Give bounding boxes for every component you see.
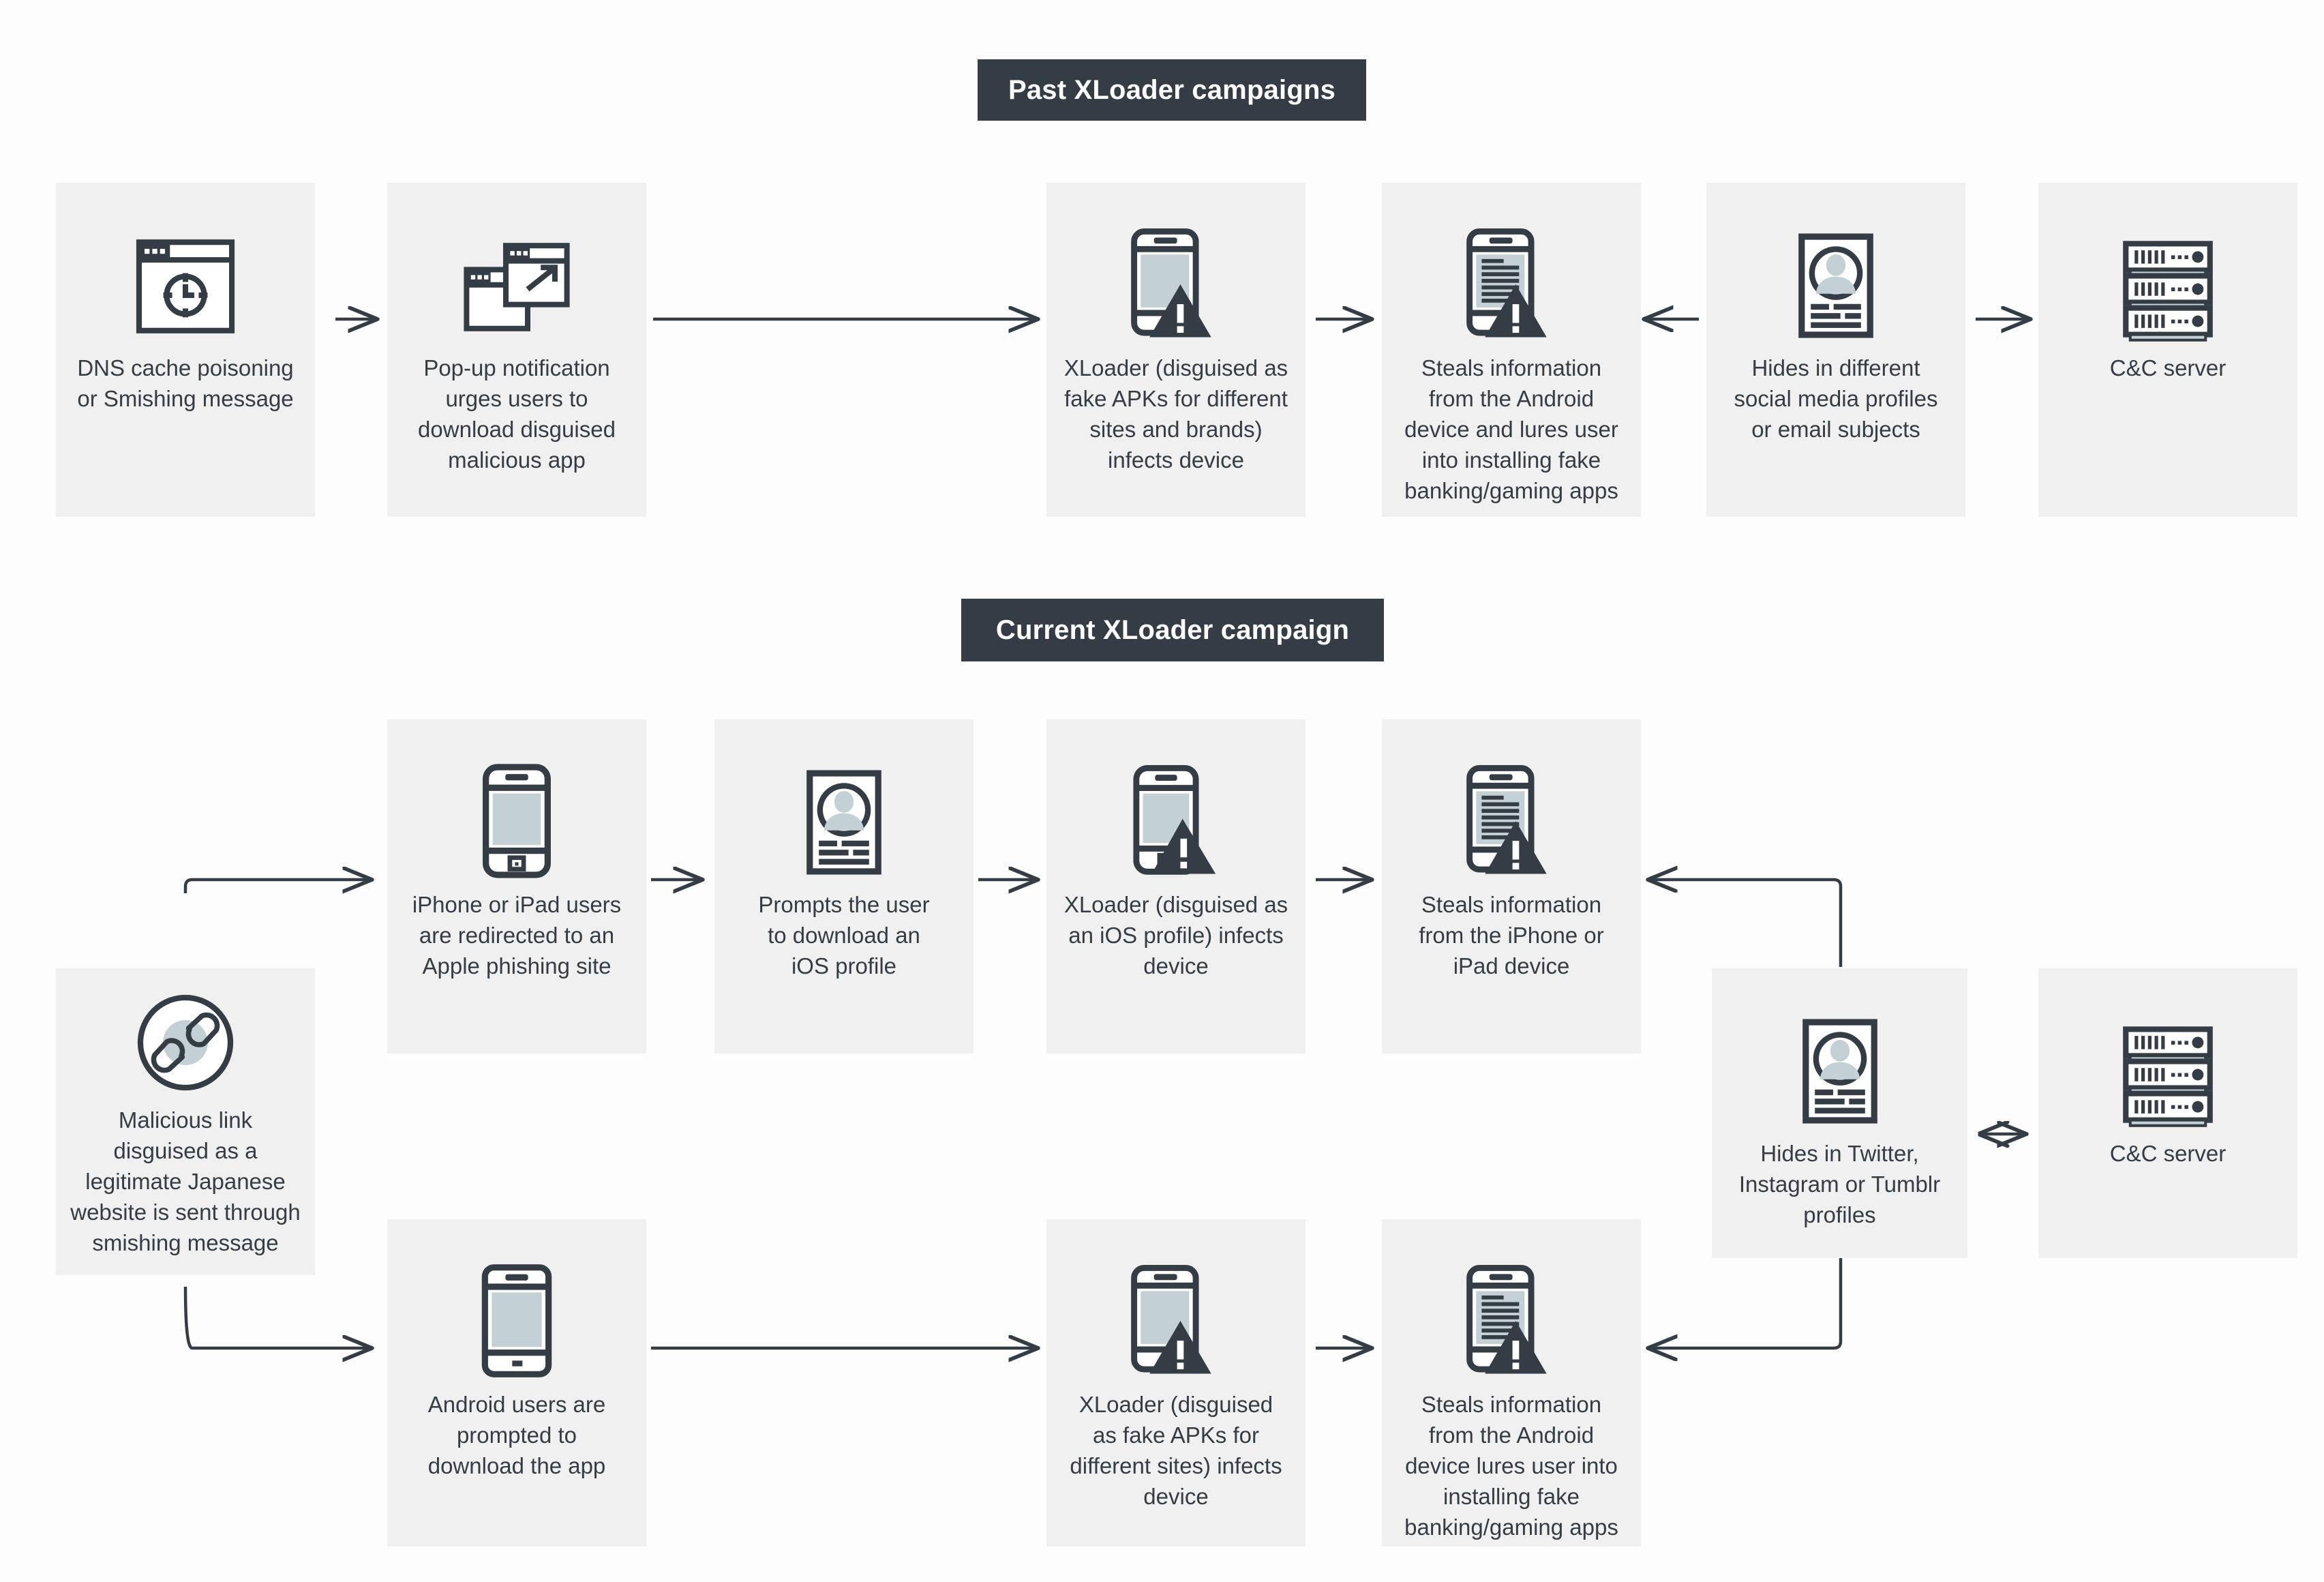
- phone-data-warning-icon: [1460, 759, 1563, 878]
- iphone-icon: [477, 759, 557, 878]
- node-caption: C&C server: [2109, 355, 2227, 380]
- phone-data-warning-icon: [1460, 1259, 1563, 1378]
- node-cc-server-past[interactable]: C&C server: [2038, 183, 2297, 517]
- phone-warning-icon: [1125, 1259, 1227, 1378]
- section-title-current: Current XLoader campaign: [961, 599, 1384, 661]
- profile-card-icon: [1785, 222, 1886, 342]
- node-cc-server-current[interactable]: C&C server: [2038, 968, 2297, 1258]
- server-rack-icon: [2115, 222, 2221, 342]
- profile-card-icon: [1790, 1008, 1890, 1127]
- link-iossteal-to-hides: [1648, 880, 1843, 967]
- browser-target-icon: [130, 222, 241, 342]
- phone-warning-icon: [1125, 222, 1227, 342]
- phone-data-warning-icon: [1460, 222, 1563, 342]
- node-caption: C&C server: [2109, 1141, 2227, 1166]
- android-phone-icon: [476, 1259, 558, 1378]
- profile-card-icon: [794, 759, 894, 878]
- iphone-warning-icon: [1125, 759, 1227, 878]
- popup-windows-icon: [459, 222, 574, 342]
- link-malicious-to-android: [183, 1286, 372, 1348]
- server-rack-icon: [2115, 1008, 2221, 1127]
- section-title-past: Past XLoader campaigns: [978, 59, 1366, 121]
- link-malicious-to-ios: [183, 880, 372, 893]
- link-hides-to-androidsteal: [1648, 1258, 1843, 1348]
- chain-link-icon: [134, 991, 237, 1094]
